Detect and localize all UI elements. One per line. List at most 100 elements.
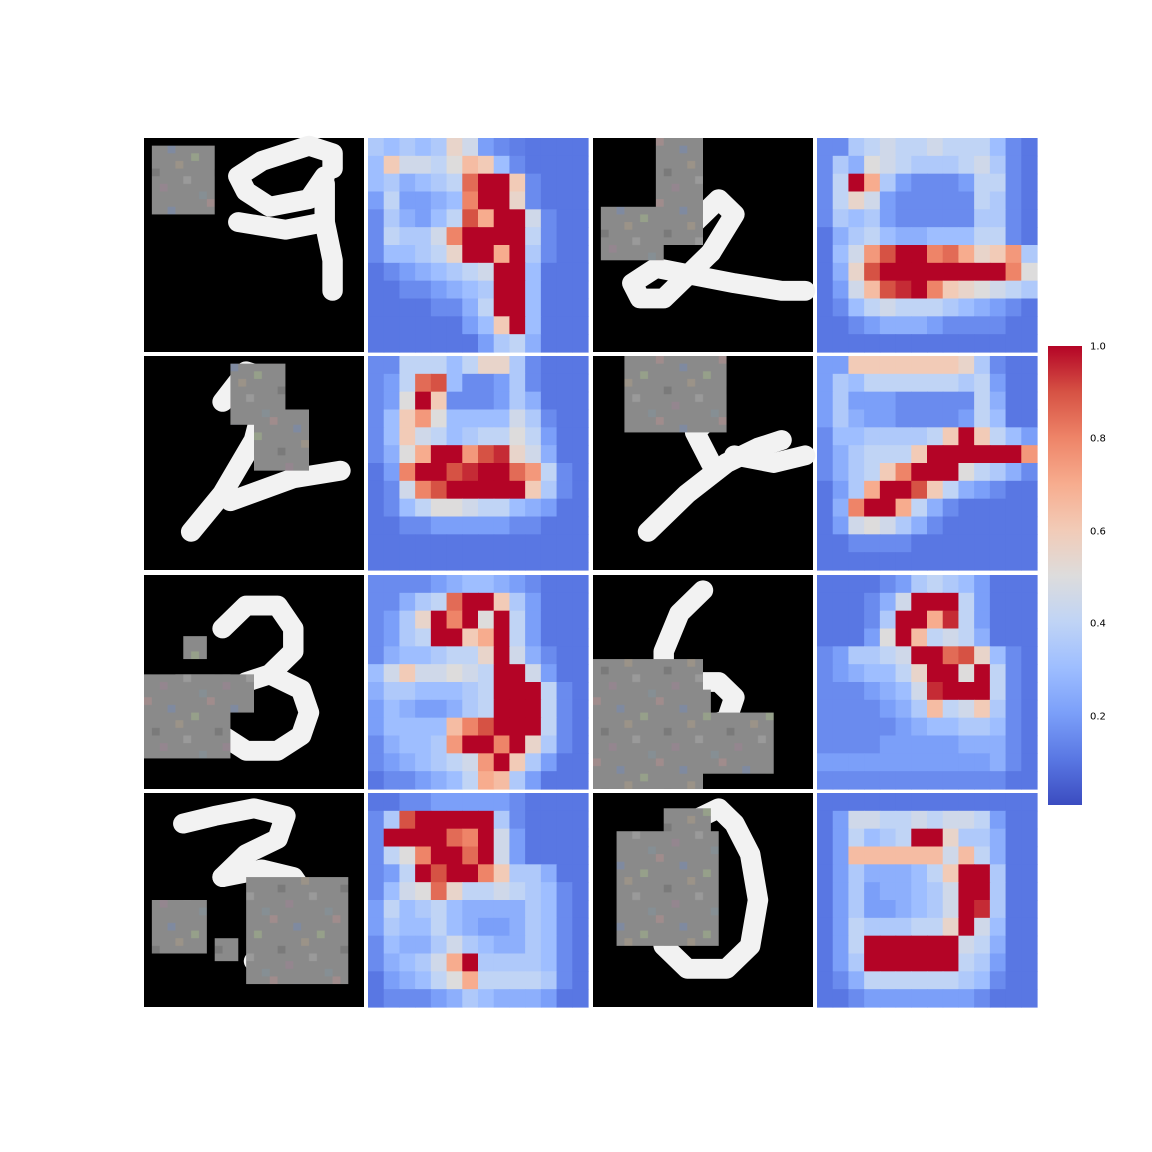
- heatmap-cell: [446, 989, 463, 1008]
- heatmap-cell: [911, 373, 928, 393]
- heatmap-cell: [368, 334, 385, 353]
- heatmap-cell: [493, 592, 511, 612]
- heatmap-cell: [462, 298, 479, 317]
- heatmap-cell: [989, 227, 1007, 246]
- heatmap-cell: [572, 316, 589, 335]
- saliency-heatmap: [817, 793, 1038, 1008]
- heatmap-cell: [446, 534, 463, 553]
- heatmap-cell: [989, 191, 1007, 210]
- heatmap-cell: [462, 373, 479, 393]
- heatmap-cell: [462, 191, 479, 210]
- heatmap-cell: [864, 356, 881, 375]
- heatmap-cell: [430, 917, 448, 937]
- heatmap-cell: [989, 646, 1007, 665]
- heatmap-cell: [895, 846, 912, 865]
- heatmap-cell: [525, 516, 542, 535]
- heatmap-cell: [572, 646, 589, 665]
- heatmap-cell: [958, 699, 975, 719]
- heatmap-cell: [525, 917, 542, 937]
- heatmap-cell: [942, 917, 960, 937]
- heatmap-cell: [927, 575, 944, 594]
- heatmap-cell: [430, 810, 448, 830]
- heatmap-cell: [974, 664, 991, 683]
- heatmap-cell: [1005, 373, 1022, 393]
- heatmap-cell: [1021, 664, 1038, 683]
- heatmap-cell: [368, 480, 385, 500]
- heatmap-cell: [509, 753, 526, 772]
- heatmap-cell: [989, 391, 1007, 411]
- heatmap-cell: [942, 155, 960, 175]
- heatmap-cell: [430, 610, 448, 630]
- heatmap-cell: [911, 227, 928, 246]
- heatmap-cell: [509, 534, 526, 553]
- heatmap-cell: [540, 717, 558, 737]
- heatmap-cell: [817, 953, 834, 972]
- heatmap-cell: [446, 209, 463, 228]
- heatmap-cell: [368, 828, 385, 848]
- heatmap-cell: [911, 628, 928, 647]
- heatmap-cell: [572, 971, 589, 990]
- heatmap-cell: [895, 173, 912, 193]
- heatmap-cell: [540, 664, 558, 683]
- heatmap-cell: [958, 334, 975, 353]
- heatmap-cell: [895, 373, 912, 393]
- heatmap-cell: [1005, 935, 1022, 955]
- heatmap-cell: [927, 828, 944, 848]
- heatmap-cell: [399, 209, 416, 228]
- heatmap-cell: [895, 280, 912, 300]
- heatmap-cell: [911, 592, 928, 612]
- heatmap-cell: [415, 753, 432, 772]
- heatmap-cell: [478, 373, 495, 393]
- heatmap-cell: [832, 717, 850, 737]
- heatmap-cell: [556, 953, 573, 972]
- heatmap-cell: [942, 356, 960, 375]
- heatmap-cell: [958, 445, 975, 464]
- heatmap-cell: [864, 280, 881, 300]
- heatmap-cell: [430, 316, 448, 335]
- heatmap-cell: [927, 298, 944, 317]
- saliency-heatmap: [817, 138, 1038, 353]
- heatmap-cell: [509, 793, 526, 812]
- heatmap-cell: [879, 262, 897, 282]
- heatmap-cell: [974, 245, 991, 264]
- heatmap-cell: [911, 793, 928, 812]
- heatmap-cell: [974, 516, 991, 535]
- heatmap-cell: [1005, 628, 1022, 647]
- heatmap-cell: [383, 191, 401, 210]
- heatmap-cell: [540, 427, 558, 446]
- heatmap-cell: [927, 917, 944, 937]
- heatmap-cell: [864, 534, 881, 553]
- heatmap-cell: [415, 592, 432, 612]
- heatmap-cell: [556, 498, 573, 518]
- heatmap-cell: [817, 534, 834, 553]
- heatmap-cell: [895, 463, 912, 482]
- heatmap-cell: [1005, 646, 1022, 665]
- heatmap-cell: [817, 882, 834, 901]
- heatmap-cell: [462, 316, 479, 335]
- heatmap-cell: [911, 138, 928, 157]
- heatmap-cell: [493, 480, 511, 500]
- heatmap-cell: [974, 391, 991, 411]
- heatmap-cell: [879, 953, 897, 972]
- heatmap-cell: [1005, 138, 1022, 157]
- heatmap-cell: [525, 953, 542, 972]
- heatmap-cell: [415, 245, 432, 264]
- heatmap-cell: [540, 771, 558, 790]
- heatmap-cell: [572, 209, 589, 228]
- heatmap-cell: [462, 935, 479, 955]
- heatmap-cell: [895, 935, 912, 955]
- heatmap-cell: [493, 753, 511, 772]
- heatmap-cell: [832, 356, 850, 375]
- heatmap-cell: [942, 989, 960, 1008]
- heatmap-cell: [368, 445, 385, 464]
- heatmap-cell: [556, 917, 573, 937]
- heatmap-cell: [509, 191, 526, 210]
- heatmap-cell: [817, 793, 834, 812]
- heatmap-cell: [927, 334, 944, 353]
- heatmap-cell: [1005, 753, 1022, 772]
- heatmap-cell: [446, 753, 463, 772]
- heatmap-cell: [895, 334, 912, 353]
- heatmap-cell: [864, 316, 881, 335]
- heatmap-cell: [462, 882, 479, 901]
- heatmap-cell: [399, 280, 416, 300]
